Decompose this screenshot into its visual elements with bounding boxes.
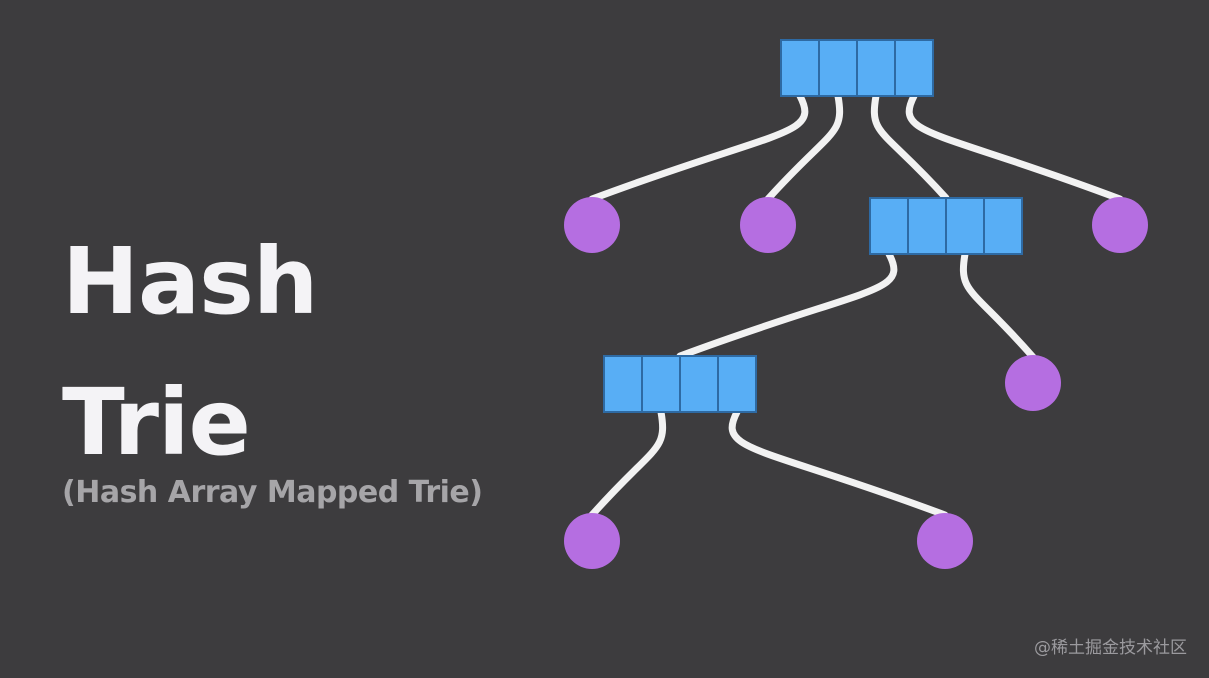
edge-low-to-leaf-6 [728, 408, 949, 519]
array-slot [907, 197, 947, 255]
edge-root-to-leaf-2 [764, 92, 844, 203]
title-line-2: Trie [62, 369, 251, 476]
array-slot [603, 355, 643, 413]
array-node-low [603, 355, 757, 413]
array-slot [679, 355, 719, 413]
edge-mid-to-leaf-4 [959, 250, 1037, 361]
array-node-mid [869, 197, 1023, 255]
array-slot [641, 355, 681, 413]
array-slot [869, 197, 909, 255]
edge-root-to-mid [870, 92, 950, 202]
array-slot [945, 197, 985, 255]
array-slot [983, 197, 1023, 255]
array-slot [717, 355, 757, 413]
edge-root-to-leaf-3 [905, 92, 1124, 203]
leaf-node-leaf-1 [564, 197, 620, 253]
leaf-node-leaf-3 [1092, 197, 1148, 253]
watermark: @稀土掘金技术社区 [1034, 638, 1187, 658]
array-slot [780, 39, 820, 97]
array-slot [818, 39, 858, 97]
leaf-node-leaf-4 [1005, 355, 1061, 411]
title-line-1: Hash [62, 228, 318, 335]
edges [588, 92, 1124, 519]
subtitle: (Hash Array Mapped Trie) [62, 475, 483, 510]
leaf-node-leaf-6 [917, 513, 973, 569]
array-node-root [780, 39, 934, 97]
edge-root-to-leaf-1 [588, 92, 809, 203]
edge-mid-to-low [676, 250, 898, 360]
leaf-node-leaf-2 [740, 197, 796, 253]
array-slot [856, 39, 896, 97]
edge-low-to-leaf-5 [588, 408, 667, 519]
leaf-node-leaf-5 [564, 513, 620, 569]
array-slot [894, 39, 934, 97]
